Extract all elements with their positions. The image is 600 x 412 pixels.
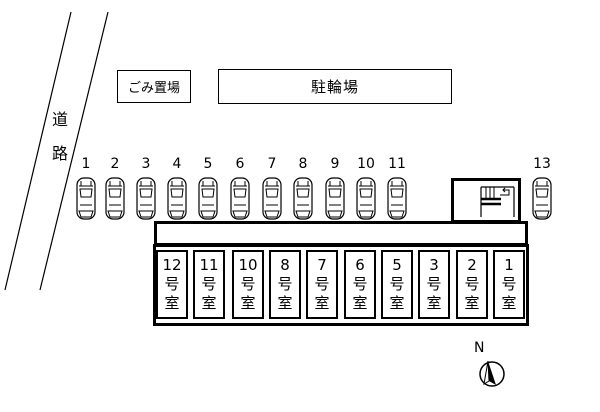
parking-number: 6 xyxy=(235,156,245,172)
room-label: 室 xyxy=(352,294,368,312)
parking-number: 11 xyxy=(388,156,406,172)
car-icon xyxy=(325,177,345,220)
road-label-2: 路 xyxy=(52,144,69,163)
room-label: 12 xyxy=(162,256,182,274)
room-label: 室 xyxy=(426,294,442,312)
room-label: 3 xyxy=(429,256,439,274)
room-label: 号 xyxy=(426,275,442,293)
car-icon xyxy=(76,177,96,220)
parking-number: 1 xyxy=(81,156,91,172)
car-icon xyxy=(230,177,250,220)
north-arrow-icon xyxy=(479,360,505,387)
room-label: 室 xyxy=(314,294,330,312)
room-label: 6 xyxy=(355,256,365,274)
garbage-area: ごみ置場 xyxy=(117,70,191,103)
room-label: 号 xyxy=(464,275,480,293)
parking-number: 13 xyxy=(533,156,551,172)
stairwell: U P xyxy=(451,178,521,223)
room-label: 室 xyxy=(201,294,217,312)
room-label: 7 xyxy=(317,256,327,274)
room-label: 号 xyxy=(201,275,217,293)
parking-number: 2 xyxy=(110,156,120,172)
parking-number: 10 xyxy=(357,156,375,172)
parking-number: 9 xyxy=(330,156,340,172)
north-label: N xyxy=(474,340,485,356)
room-label: 2 xyxy=(467,256,477,274)
car-icon xyxy=(198,177,218,220)
room-label: 8 xyxy=(280,256,290,274)
room-label: 室 xyxy=(389,294,405,312)
room-label: 5 xyxy=(392,256,402,274)
parking-number: 7 xyxy=(267,156,277,172)
car-icon xyxy=(356,177,376,220)
car-icon xyxy=(262,177,282,220)
parking-number: 4 xyxy=(172,156,182,172)
room-label: 号 xyxy=(277,275,293,293)
room-label: 号 xyxy=(314,275,330,293)
room-label: 号 xyxy=(389,275,405,293)
car-icon xyxy=(532,177,552,220)
car-icon xyxy=(387,177,407,220)
room-label: 号 xyxy=(352,275,368,293)
bicycle-parking: 駐輪場 xyxy=(218,69,452,104)
room-label: 10 xyxy=(238,256,258,274)
road-label-1: 道 xyxy=(52,110,69,129)
parking-number: 3 xyxy=(141,156,151,172)
corridor xyxy=(154,221,528,246)
room-label: 室 xyxy=(164,294,180,312)
room-label: 号 xyxy=(240,275,256,293)
car-icon xyxy=(105,177,125,220)
car-icon xyxy=(136,177,156,220)
car-icon xyxy=(167,177,187,220)
room-label: 11 xyxy=(199,256,219,274)
room-label: 室 xyxy=(501,294,517,312)
parking-number: 8 xyxy=(298,156,308,172)
room-label: 号 xyxy=(501,275,517,293)
stair-icon xyxy=(480,186,515,217)
room-label: 室 xyxy=(277,294,293,312)
parking-number: 5 xyxy=(203,156,213,172)
room-label: 室 xyxy=(464,294,480,312)
room-label: 1 xyxy=(504,256,514,274)
building xyxy=(153,244,529,326)
room-label: 室 xyxy=(240,294,256,312)
car-icon xyxy=(293,177,313,220)
room-label: 号 xyxy=(164,275,180,293)
